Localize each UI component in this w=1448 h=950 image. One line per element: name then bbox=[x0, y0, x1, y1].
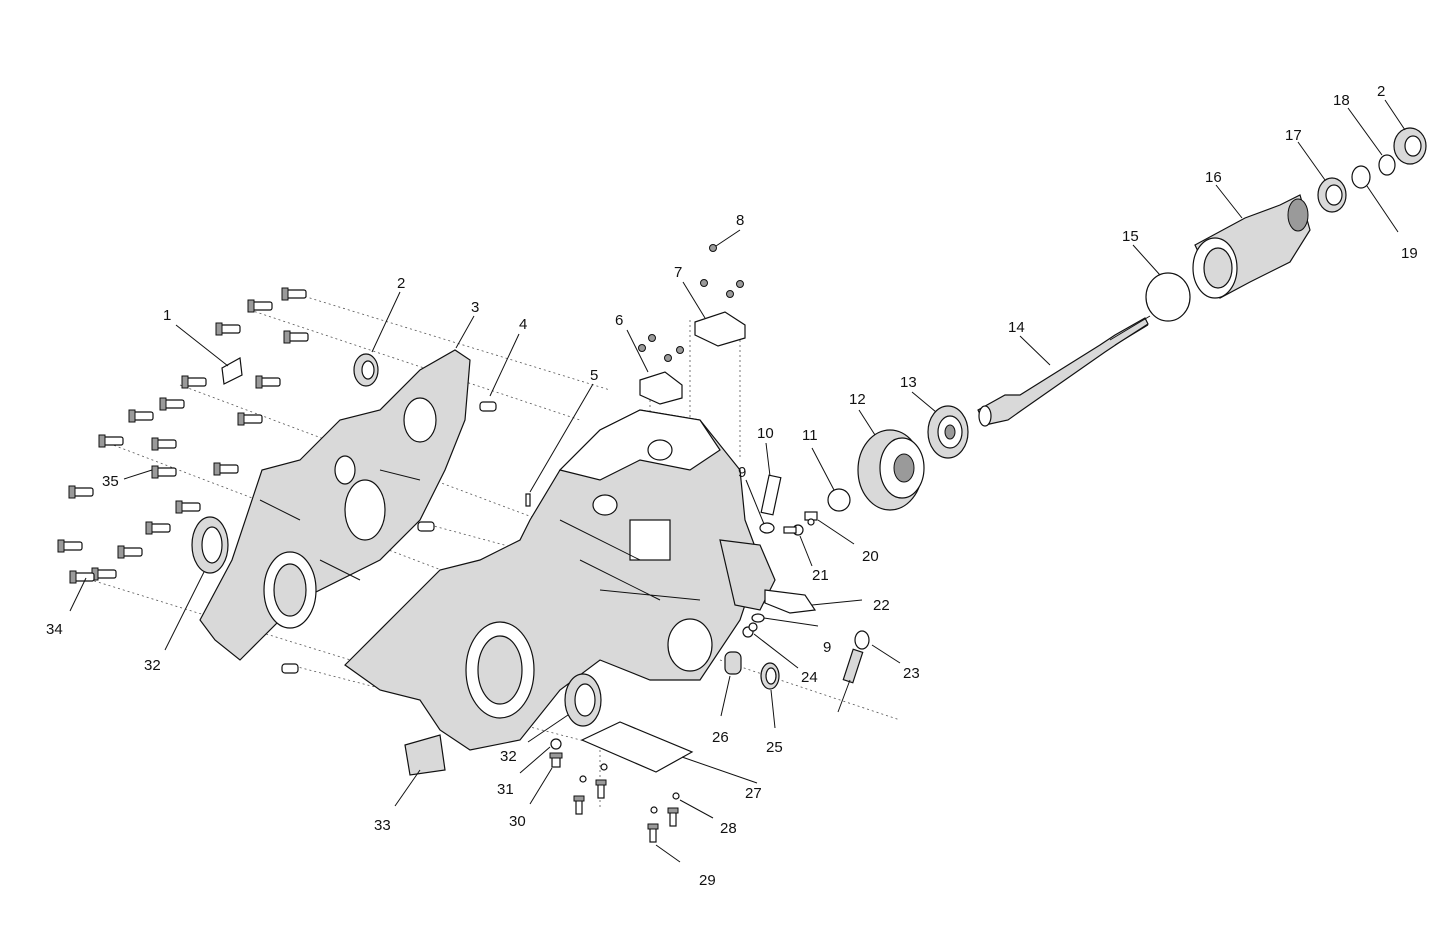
callout-label: 9 bbox=[823, 639, 831, 656]
callout-label: 31 bbox=[497, 781, 514, 798]
output-shaft-part bbox=[977, 315, 1151, 427]
bolt-icon bbox=[98, 434, 124, 448]
callout-label: 8 bbox=[736, 212, 744, 229]
bolt-icon bbox=[175, 500, 201, 514]
callout-label: 12 bbox=[849, 391, 866, 408]
case-cover-part bbox=[199, 349, 471, 661]
pivot-pin-part bbox=[783, 524, 804, 536]
bushing-part bbox=[724, 651, 742, 675]
seal-part bbox=[191, 516, 229, 574]
callout-label: 13 bbox=[900, 374, 917, 391]
callout-labels: 1 2 3 4 5 6 7 8 9 10 11 12 13 14 15 16 1… bbox=[46, 83, 1418, 889]
callout-label: 14 bbox=[1008, 319, 1025, 336]
callout-label: 17 bbox=[1285, 127, 1302, 144]
sleeve-part bbox=[760, 474, 782, 516]
bolt-icon bbox=[159, 397, 185, 411]
callout-label: 2 bbox=[1377, 83, 1385, 100]
mount-bracket-part bbox=[404, 734, 446, 776]
callout-label: 15 bbox=[1122, 228, 1139, 245]
callout-label: 18 bbox=[1333, 92, 1350, 109]
callout-label: 11 bbox=[802, 427, 818, 444]
drum-part bbox=[857, 429, 925, 511]
bolt-icon bbox=[57, 539, 83, 553]
callout-label: 26 bbox=[712, 729, 729, 746]
pin-part bbox=[525, 493, 531, 507]
bolt-icon bbox=[283, 330, 309, 344]
callout-label: 30 bbox=[509, 813, 526, 830]
alignment-lines bbox=[74, 294, 901, 810]
callout-label: 9 bbox=[738, 464, 746, 481]
seal-part bbox=[564, 673, 602, 727]
callout-label: 4 bbox=[519, 316, 527, 333]
bearing-part bbox=[1317, 177, 1347, 213]
bolt-icon bbox=[213, 462, 239, 476]
bearing-part bbox=[927, 405, 969, 459]
callout-label: 3 bbox=[471, 299, 479, 316]
callout-label: 32 bbox=[144, 657, 161, 674]
callout-label: 29 bbox=[699, 872, 716, 889]
o-ring-part bbox=[1145, 272, 1191, 322]
callout-label: 24 bbox=[801, 669, 818, 686]
seal-part bbox=[353, 353, 379, 387]
bolt-icon bbox=[151, 437, 177, 451]
nut-part bbox=[742, 622, 758, 638]
callout-label: 34 bbox=[46, 621, 63, 638]
callout-label: 19 bbox=[1401, 245, 1418, 262]
bracket-part bbox=[764, 589, 817, 614]
dowel-pin-part bbox=[417, 521, 435, 532]
callout-label: 28 bbox=[720, 820, 737, 837]
washer-part bbox=[751, 613, 765, 623]
bolt-icon bbox=[215, 322, 241, 336]
washer-part bbox=[827, 488, 851, 512]
screws-part bbox=[638, 244, 744, 362]
callout-label: 1 bbox=[163, 307, 171, 324]
lever-part bbox=[804, 511, 818, 526]
callout-label: 27 bbox=[745, 785, 762, 802]
washer-part bbox=[759, 522, 775, 534]
bolt-icon bbox=[281, 287, 307, 301]
small-hardware-part bbox=[549, 738, 680, 843]
callout-label: 10 bbox=[757, 425, 774, 442]
bolt-icon bbox=[68, 485, 94, 499]
callout-label: 20 bbox=[862, 548, 879, 565]
shift-cover-plate-part bbox=[694, 311, 746, 347]
dowel-pin-part bbox=[281, 663, 299, 674]
bolt-icon bbox=[255, 375, 281, 389]
dipstick-part bbox=[837, 630, 870, 713]
cover-plate-part bbox=[580, 721, 694, 773]
bolt-icon bbox=[181, 375, 207, 389]
bolt-icon bbox=[69, 570, 95, 584]
bolt-icon bbox=[237, 412, 263, 426]
bolt-icon bbox=[128, 409, 154, 423]
callout-label: 5 bbox=[590, 367, 598, 384]
callout-label: 23 bbox=[903, 665, 920, 682]
seal-part bbox=[1393, 127, 1427, 165]
callout-label: 21 bbox=[812, 567, 829, 584]
housing-bolts bbox=[57, 287, 309, 584]
snap-ring-part bbox=[1351, 165, 1371, 189]
seal-part bbox=[760, 662, 780, 690]
callout-label: 35 bbox=[102, 473, 119, 490]
shift-cover-plate-part bbox=[639, 371, 683, 405]
bolt-icon bbox=[91, 567, 117, 581]
callout-leaders bbox=[69, 99, 1406, 863]
bolt-icon bbox=[247, 299, 273, 313]
main-case-part bbox=[344, 409, 776, 751]
callout-label: 32 bbox=[500, 748, 517, 765]
callout-label: 6 bbox=[615, 312, 623, 329]
callout-label: 16 bbox=[1205, 169, 1222, 186]
callout-label: 25 bbox=[766, 739, 783, 756]
decal-label-part bbox=[221, 357, 243, 385]
bolt-icon bbox=[145, 521, 171, 535]
bolt-icon bbox=[151, 465, 177, 479]
bolt-icon bbox=[117, 545, 143, 559]
snap-ring-part bbox=[1378, 154, 1396, 176]
bearing-housing-part bbox=[1192, 194, 1311, 299]
dowel-pin-part bbox=[479, 401, 497, 412]
callout-label: 22 bbox=[873, 597, 890, 614]
callout-label: 33 bbox=[374, 817, 391, 834]
callout-label: 2 bbox=[397, 275, 405, 292]
callout-label: 7 bbox=[674, 264, 682, 281]
